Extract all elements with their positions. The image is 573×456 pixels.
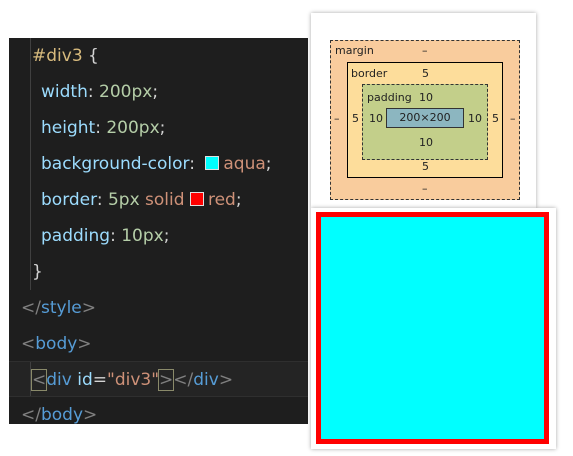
tag-bracket: </	[173, 370, 194, 390]
code-line-border[interactable]: border: 5px solid red;	[9, 182, 308, 218]
tag-bracket: </	[21, 405, 41, 424]
semicolon: ;	[152, 82, 159, 102]
tag-name: body	[35, 334, 78, 354]
attribute-name: id	[71, 370, 93, 390]
margin-right-value: –	[510, 112, 516, 125]
render-preview-panel	[311, 208, 556, 449]
tag-name: div	[46, 370, 72, 390]
css-value-style: solid	[139, 190, 190, 210]
margin-bottom-value: –	[422, 182, 428, 195]
code-line-body-close[interactable]: </body>	[9, 397, 308, 424]
attribute-value: "div3"	[107, 370, 160, 390]
border-bottom-value: 5	[422, 160, 429, 173]
equals: =	[92, 370, 107, 390]
color-swatch-red[interactable]	[189, 192, 204, 206]
colon: :	[87, 82, 99, 102]
css-property: width	[41, 82, 88, 102]
tag-bracket: >	[81, 298, 96, 318]
tag-name: style	[40, 298, 82, 318]
colon: :	[189, 154, 201, 174]
code-line-close-brace[interactable]: }	[9, 254, 308, 290]
colon: :	[96, 190, 108, 210]
code-line-style-close[interactable]: </style>	[9, 290, 308, 326]
padding-right-value: 10	[468, 112, 482, 125]
matched-bracket-close: >	[158, 369, 175, 391]
code-editor[interactable]: #div3 { width: 200px; height: 200px; bac…	[9, 38, 308, 424]
div3-element[interactable]	[316, 212, 549, 444]
code-line-padding[interactable]: padding: 10px;	[9, 218, 308, 254]
border-left-value: 5	[352, 112, 359, 125]
code-line-div[interactable]: <div id="div3"></div>	[9, 361, 308, 397]
colon: :	[110, 226, 122, 246]
margin-left-value: –	[334, 112, 340, 125]
box-model-panel: 200×200 margin – – – – border 5 5 5 5 pa…	[311, 13, 536, 208]
semicolon: ;	[265, 154, 272, 174]
indent-guide	[30, 362, 31, 396]
padding-bottom-value: 10	[419, 136, 433, 149]
margin-label: margin	[335, 44, 374, 57]
tag-bracket: >	[83, 405, 98, 424]
border-right-value: 5	[492, 112, 499, 125]
css-value-color: red	[207, 190, 236, 210]
padding-left-value: 10	[369, 112, 383, 125]
code-line-background-color[interactable]: background-color: aqua;	[9, 146, 308, 182]
border-top-value: 5	[422, 67, 429, 80]
matched-bracket-open: <	[30, 369, 48, 391]
indent-guide	[30, 38, 31, 290]
box-model-padding[interactable]	[362, 84, 488, 160]
css-value: aqua	[223, 154, 266, 174]
tag-bracket: </	[21, 298, 41, 318]
css-selector: #div3	[32, 46, 83, 66]
close-brace: }	[32, 262, 43, 282]
css-value-width: 5px	[107, 190, 140, 210]
tag-bracket: >	[218, 370, 234, 390]
css-property: background-color	[41, 154, 190, 174]
tag-name: div	[193, 370, 219, 390]
css-value: 200px	[99, 82, 153, 102]
code-line-height[interactable]: height: 200px;	[9, 110, 308, 146]
css-property: height	[41, 118, 96, 138]
margin-top-value: –	[422, 44, 428, 57]
css-value: 200px	[106, 118, 160, 138]
semicolon: ;	[163, 226, 170, 246]
tag-bracket: <	[21, 334, 36, 354]
padding-label: padding	[367, 91, 412, 104]
open-brace: {	[82, 46, 99, 66]
css-value: 10px	[121, 226, 164, 246]
tag-name: body	[40, 405, 84, 424]
semicolon: ;	[159, 118, 166, 138]
color-swatch-aqua[interactable]	[205, 156, 220, 170]
tag-bracket: >	[77, 334, 92, 354]
colon: :	[95, 118, 107, 138]
css-property: border	[41, 190, 97, 210]
code-line-width[interactable]: width: 200px;	[9, 74, 308, 110]
code-line-selector[interactable]: #div3 {	[9, 38, 308, 74]
code-line-body-open[interactable]: <body>	[9, 326, 308, 362]
box-model-content[interactable]: 200×200	[386, 108, 464, 128]
border-label: border	[351, 67, 388, 80]
css-property: padding	[41, 226, 111, 246]
semicolon: ;	[235, 190, 242, 210]
padding-top-value: 10	[419, 91, 433, 104]
